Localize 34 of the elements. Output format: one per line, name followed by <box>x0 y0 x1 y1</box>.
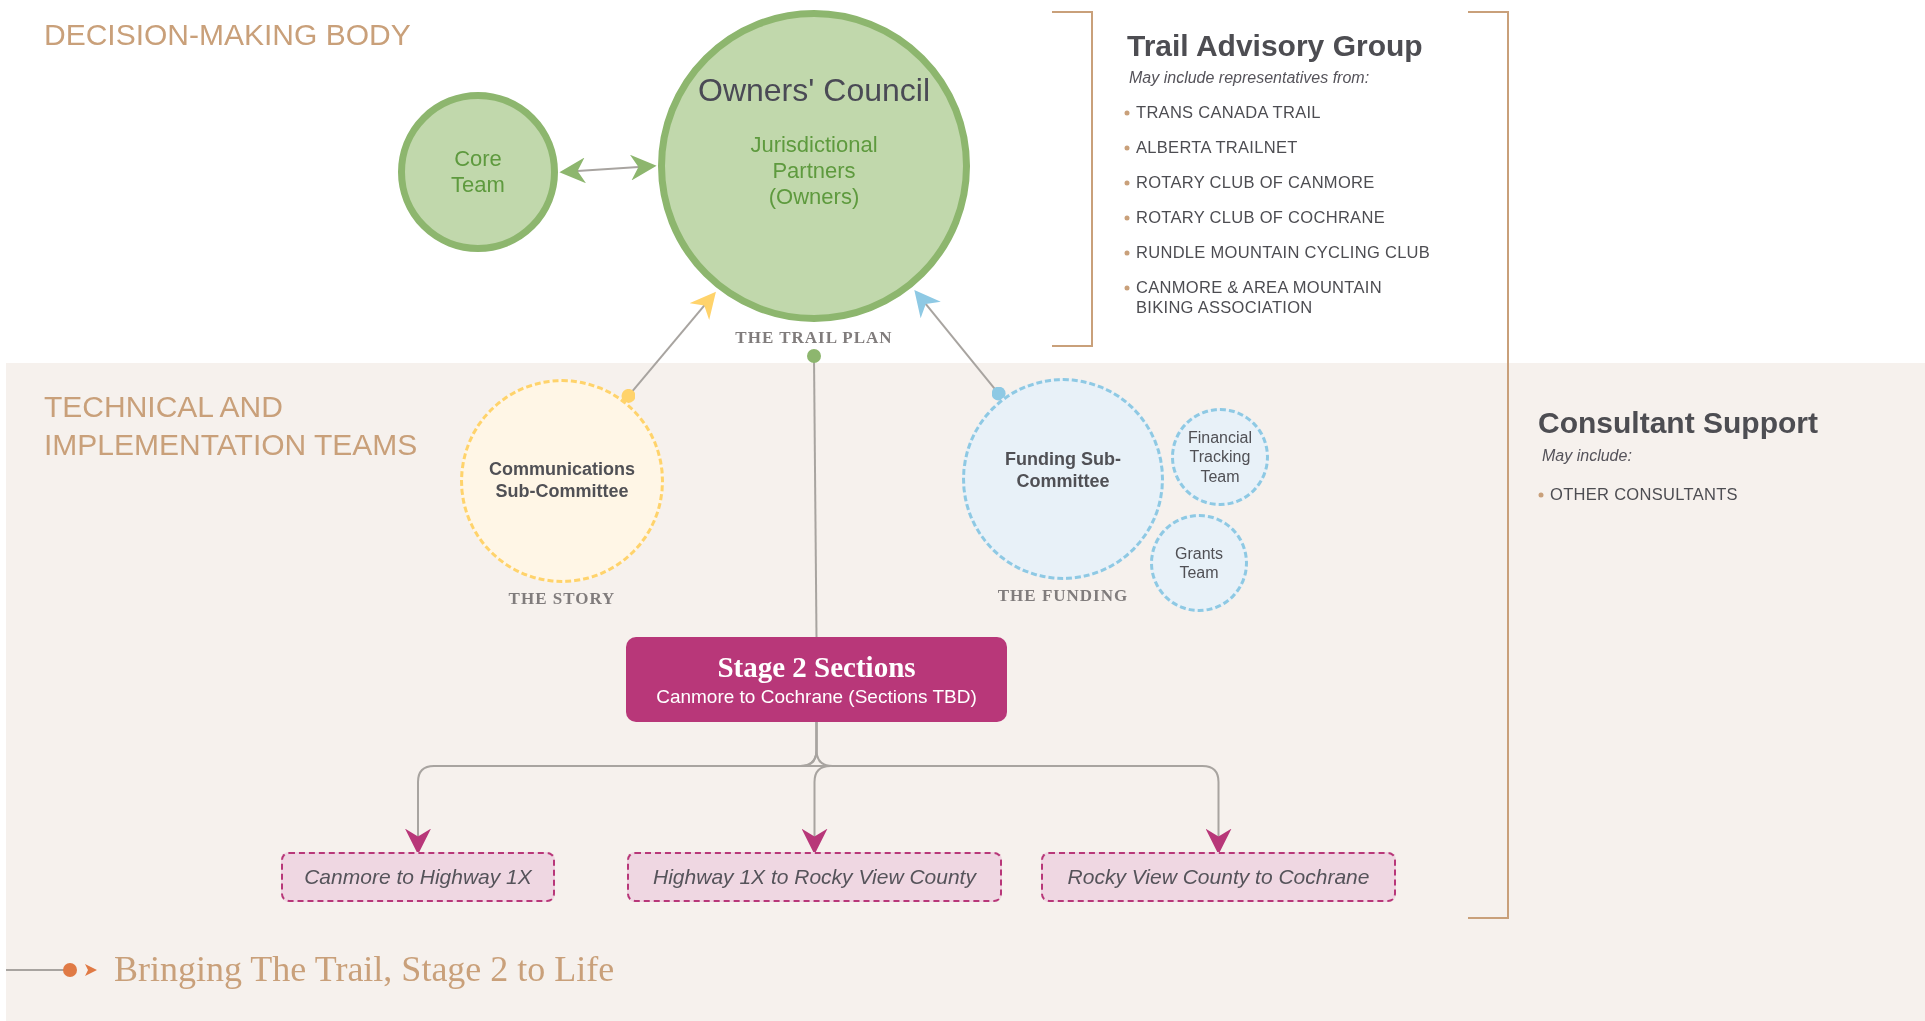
list-item: CANMORE & AREA MOUNTAIN BIKING ASSOCIATION <box>1136 278 1383 318</box>
list-item: RUNDLE MOUNTAIN CYCLING CLUB <box>1136 243 1432 263</box>
theme-label: THE TRAIL PLAN <box>735 328 893 348</box>
circle-title: Grants Team <box>1174 543 1224 583</box>
connector-arrow <box>559 154 657 184</box>
stage-subtitle: Canmore to Cochrane (Sections TBD) <box>656 684 977 709</box>
section-heading: DECISION-MAKING BODY <box>44 17 412 53</box>
list-item: ROTARY CLUB OF CANMORE <box>1136 173 1376 193</box>
section-box: Rocky View County to Cochrane <box>1041 852 1396 902</box>
group-heading: Consultant Support <box>1538 405 1819 441</box>
list-item: TRANS CANADA TRAIL <box>1136 103 1322 123</box>
circle-title: Core Team <box>450 145 506 199</box>
connector-arrow <box>815 721 1232 855</box>
theme-label: THE FUNDING <box>997 586 1129 606</box>
connector-arrow <box>621 291 716 403</box>
circle-title: Financial Tracking Team <box>1187 428 1253 486</box>
section-box: Canmore to Highway 1X <box>281 852 555 902</box>
section-box: Highway 1X to Rocky View County <box>627 852 1002 902</box>
circle-title: Funding Sub-Committee <box>1004 449 1122 493</box>
list-item: ALBERTA TRAILNET <box>1136 138 1299 158</box>
section-heading: TECHNICAL AND IMPLEMENTATION TEAMS <box>44 389 419 463</box>
stage-box <box>626 637 1007 722</box>
theme-label: THE STORY <box>508 589 616 609</box>
group-heading: Trail Advisory Group <box>1127 28 1424 64</box>
circle-title: Communications Sub-Committee <box>489 459 635 503</box>
circle-title: Owners' Council <box>698 71 930 110</box>
connector-arrow <box>914 289 1006 401</box>
circle-subtitle: Jurisdictional Partners (Owners) <box>749 131 879 211</box>
group-note: May include: <box>1542 446 1633 466</box>
list-item: ROTARY CLUB OF COCHRANE <box>1136 208 1386 228</box>
stage-title: Stage 2 Sections <box>717 649 916 685</box>
list-item: OTHER CONSULTANTS <box>1550 485 1739 505</box>
group-note: May include representatives from: <box>1129 68 1371 88</box>
caption: Bringing The Trail, Stage 2 to Life <box>114 948 615 990</box>
